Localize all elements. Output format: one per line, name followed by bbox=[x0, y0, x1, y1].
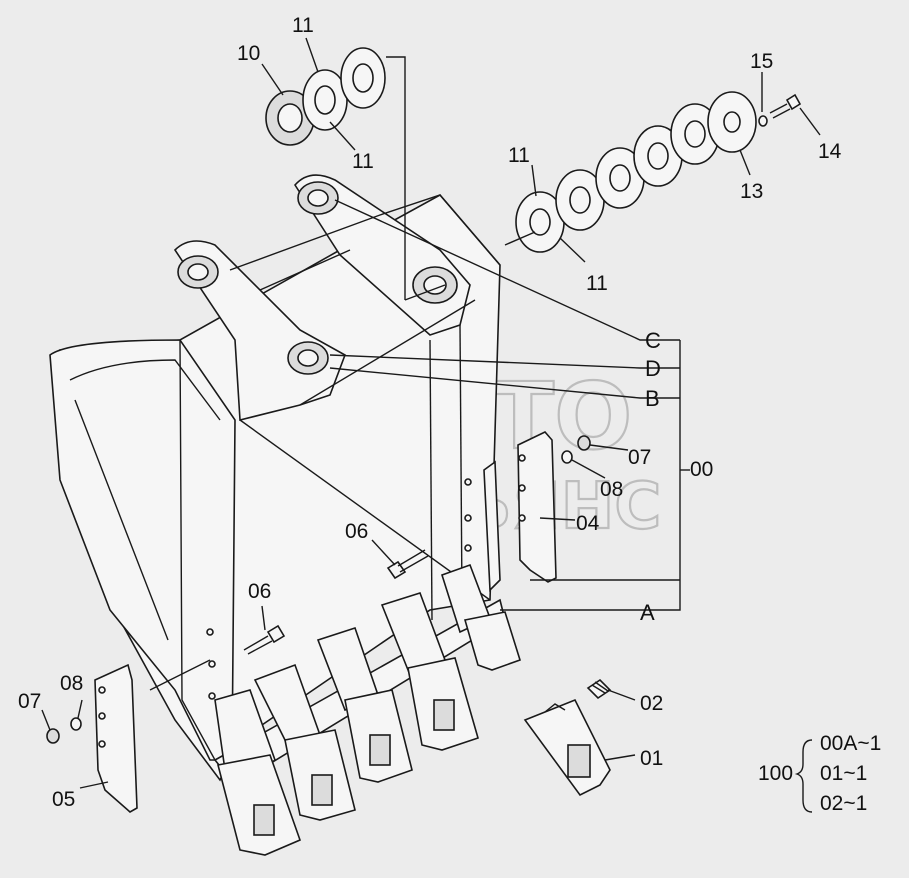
label-06-center: 06 bbox=[345, 520, 368, 543]
label-01: 01 bbox=[640, 747, 663, 770]
label-11-right-bottom: 11 bbox=[586, 272, 608, 295]
assembly-brace-icon bbox=[794, 739, 813, 813]
assembly-number: 100 bbox=[758, 762, 793, 785]
shims-right bbox=[515, 91, 757, 253]
label-00: 00 bbox=[690, 458, 713, 481]
bolt-06-center bbox=[386, 549, 429, 580]
bucket-teeth bbox=[214, 563, 521, 856]
tooth-5 bbox=[441, 563, 521, 671]
shims-top bbox=[265, 47, 386, 146]
shim-f-icon bbox=[633, 125, 683, 187]
label-05: 05 bbox=[52, 788, 75, 811]
side-cutter-05 bbox=[94, 663, 138, 813]
label-15: 15 bbox=[750, 50, 773, 73]
side-cutter-04 bbox=[517, 431, 557, 583]
nut-07-left-icon bbox=[46, 728, 60, 744]
label-02: 02 bbox=[640, 692, 663, 715]
assembly-item-1: 00A~1 bbox=[820, 732, 881, 755]
assembly-table: 100 00A~1 01~1 02~1 bbox=[758, 732, 881, 815]
label-13: 13 bbox=[740, 180, 763, 203]
label-ref-a: A bbox=[640, 600, 655, 625]
tooth-4 bbox=[380, 592, 479, 751]
label-08-right: 08 bbox=[600, 478, 623, 501]
label-04: 04 bbox=[576, 512, 600, 535]
washer-15-icon bbox=[758, 115, 768, 127]
plate-13-icon bbox=[707, 91, 757, 153]
label-ref-d: D bbox=[645, 356, 661, 381]
washer-08-right-icon bbox=[561, 450, 573, 464]
label-08-left: 08 bbox=[60, 672, 83, 695]
label-11-top: 11 bbox=[292, 14, 314, 37]
shim-11-b-icon bbox=[340, 47, 386, 109]
tooth-01-exploded bbox=[523, 698, 611, 797]
tooth-1 bbox=[214, 689, 302, 856]
shim-e-icon bbox=[595, 147, 645, 209]
tooth-2 bbox=[253, 663, 356, 821]
nut-07-right-icon bbox=[577, 435, 591, 451]
callout-labels: 10 11 11 11 11 15 14 13 C D B A 07 08 00… bbox=[18, 14, 842, 811]
leader-lines bbox=[41, 37, 821, 789]
label-ref-b: B bbox=[645, 386, 660, 411]
washer-08-left-icon bbox=[70, 717, 82, 731]
label-07-left: 07 bbox=[18, 690, 41, 713]
label-11-right-top: 11 bbox=[508, 144, 530, 167]
shim-11-c-icon bbox=[515, 191, 565, 253]
shim-11-a-icon bbox=[302, 69, 348, 131]
assembly-item-2: 01~1 bbox=[820, 762, 867, 785]
label-ref-c: C bbox=[645, 328, 661, 353]
assembly-item-3: 02~1 bbox=[820, 792, 867, 815]
label-11-mid: 11 bbox=[352, 150, 374, 173]
bolt-06-left bbox=[243, 624, 286, 655]
shim-d-icon bbox=[555, 169, 605, 231]
label-07-right: 07 bbox=[628, 446, 651, 469]
label-14: 14 bbox=[818, 140, 842, 163]
pin-02 bbox=[586, 678, 612, 700]
fasteners bbox=[46, 93, 802, 744]
bolt-14 bbox=[769, 93, 802, 119]
tooth-3 bbox=[316, 626, 413, 783]
label-06-left: 06 bbox=[248, 580, 271, 603]
label-10: 10 bbox=[237, 42, 260, 65]
